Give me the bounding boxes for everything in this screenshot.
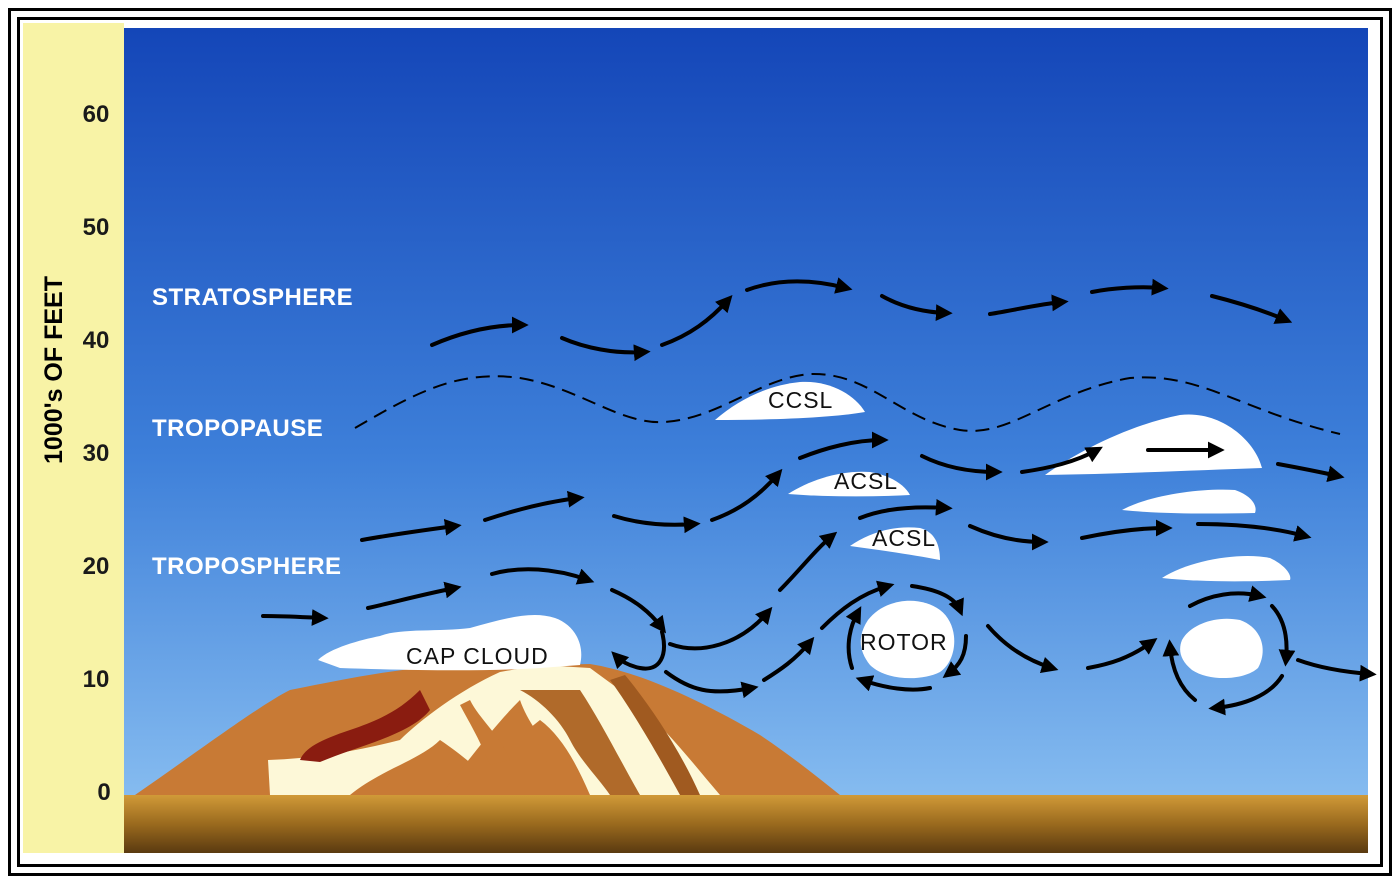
axis-ticks: 60 50 40 30 20 10 0: [83, 101, 111, 806]
axis-title: 1000's OF FEET: [40, 276, 68, 464]
tick-20: 20: [83, 553, 110, 580]
troposphere-label: TROPOSPHERE: [152, 553, 342, 580]
airflow-arrows: [261, 277, 1377, 716]
rotor-label: ROTOR: [860, 629, 948, 655]
acsl-lower-shape: [850, 527, 940, 560]
acsl-upper-shape: [788, 471, 910, 497]
axis-strip: [23, 23, 124, 853]
tick-0: 0: [97, 779, 110, 806]
stratosphere-label: STRATOSPHERE: [152, 284, 353, 311]
inner-frame: [17, 17, 1383, 867]
tropopause-line: [354, 372, 1341, 435]
acsl-lower-label: ACSL: [872, 525, 936, 551]
cap-cloud-label: CAP CLOUD: [406, 643, 549, 669]
rotor-right-cloud-shape: [1180, 618, 1263, 679]
tick-50: 50: [83, 214, 110, 241]
tick-40: 40: [83, 327, 110, 354]
rotor-cloud-shape: [860, 600, 955, 679]
tropopause-label: TROPOPAUSE: [152, 415, 323, 442]
cap-cloud-shape: [318, 615, 582, 671]
tick-10: 10: [83, 666, 110, 693]
outer-frame: [8, 8, 1392, 876]
lenticular-mid-shape: [1122, 489, 1256, 514]
tick-60: 60: [83, 101, 110, 128]
tick-30: 30: [83, 440, 110, 467]
ccsl-label: CCSL: [768, 387, 833, 413]
lenticular-low-shape: [1162, 556, 1291, 582]
ground: [124, 795, 1368, 853]
mountain: [135, 664, 840, 795]
ccsl-cloud-shape: [715, 381, 865, 420]
clouds: [318, 381, 1291, 679]
acsl-upper-label: ACSL: [834, 468, 898, 494]
